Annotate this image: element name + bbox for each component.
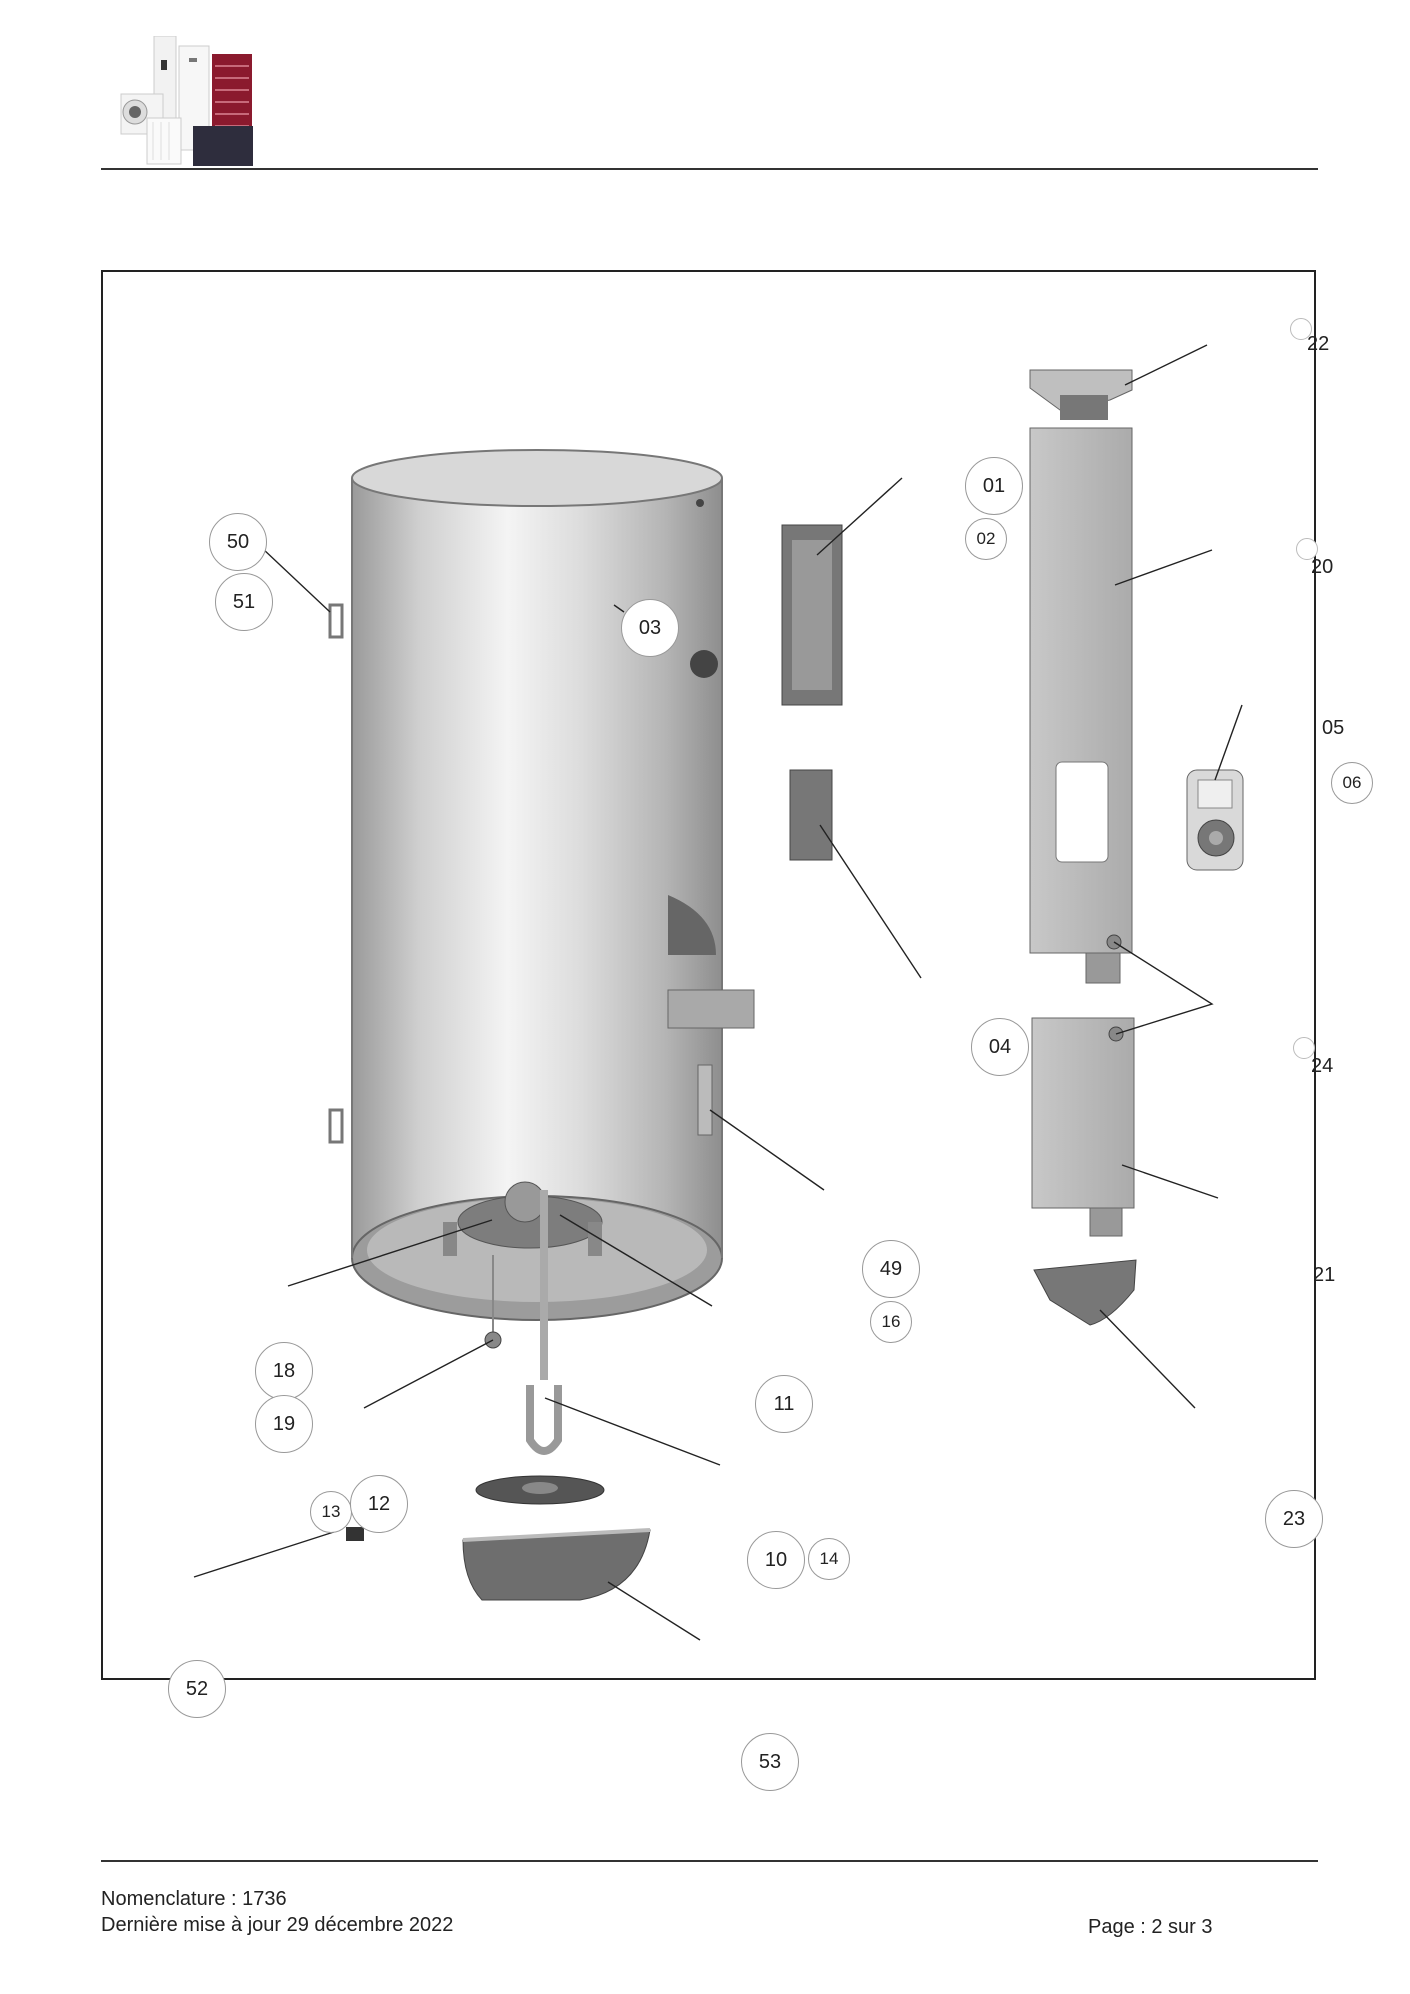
callout-22-circle: [1290, 318, 1312, 340]
electronic-bracket: [781, 524, 843, 861]
callout-11: 11: [755, 1375, 813, 1433]
callout-03: 03: [621, 599, 679, 657]
callout-51: 51: [215, 573, 273, 631]
callout-21: 21: [1313, 1264, 1336, 1286]
callout-01: 01: [965, 457, 1023, 515]
callout-02: 02: [965, 518, 1007, 560]
brand-logo: [120, 36, 253, 166]
nomenclature-label: Nomenclature : 1736: [101, 1888, 287, 1910]
heating-element: [475, 1190, 605, 1505]
page-number: Page : 2 sur 3: [1088, 1916, 1213, 1938]
callout-18: 18: [255, 1342, 313, 1400]
callout-49: 49: [862, 1240, 920, 1298]
callout-20: 20: [1311, 556, 1334, 578]
callout-23: 23: [1265, 1490, 1323, 1548]
lower-front-panel: [1031, 1017, 1135, 1237]
callout-05: 05: [1322, 717, 1345, 739]
header-rule: [101, 168, 1318, 170]
upper-front-panel: [1029, 427, 1133, 984]
diagram-frame: [101, 270, 1316, 1680]
callout-14: 14: [808, 1538, 850, 1580]
callout-53: 53: [741, 1733, 799, 1791]
callout-06: 06: [1331, 762, 1373, 804]
callout-12: 12: [350, 1475, 408, 1533]
last-updated-label: Dernière mise à jour 29 décembre 2022: [101, 1914, 454, 1936]
callout-52: 52: [168, 1660, 226, 1718]
callout-22: 22: [1307, 333, 1330, 355]
footer-rule: [101, 1860, 1318, 1862]
callout-10: 10: [747, 1531, 805, 1589]
callout-20-circle: [1296, 538, 1318, 560]
foot-part: [346, 1527, 364, 1541]
callout-24-circle: [1293, 1037, 1315, 1059]
callout-04: 04: [971, 1018, 1029, 1076]
leader-lines: [193, 344, 1243, 1641]
bottom-cap: [1033, 1259, 1137, 1326]
bottom-cover: [462, 1528, 651, 1601]
callout-50: 50: [209, 513, 267, 571]
callout-19: 19: [255, 1395, 313, 1453]
water-heater-tank: [328, 449, 755, 1321]
top-cap: [1029, 369, 1133, 420]
callout-13: 13: [310, 1491, 352, 1533]
control-unit: [1186, 769, 1244, 871]
callout-16: 16: [870, 1301, 912, 1343]
callout-24: 24: [1311, 1055, 1334, 1077]
